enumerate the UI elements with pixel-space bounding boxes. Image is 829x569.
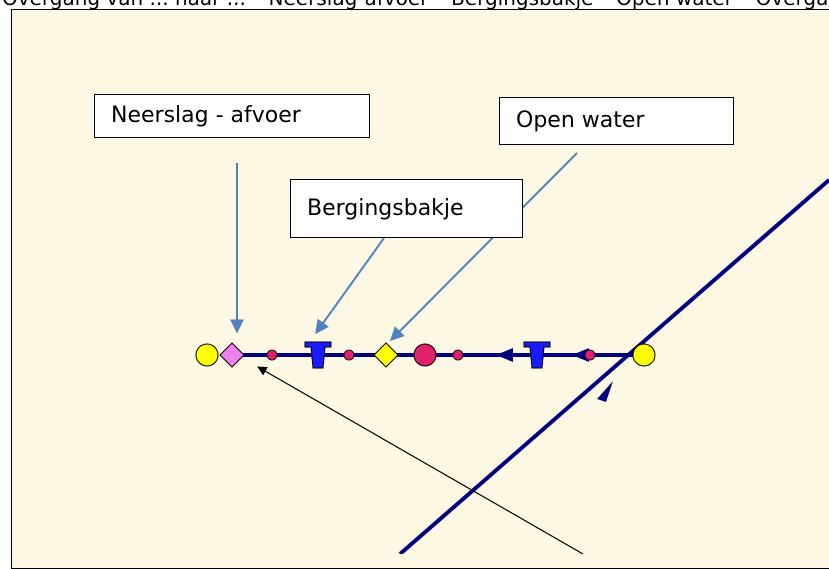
river-flow-arrow [597, 381, 613, 402]
network-diagram [195, 152, 829, 554]
boundary-node-left[interactable] [195, 343, 219, 367]
river-branch-link[interactable] [398, 178, 829, 554]
header-fragment: Overgang van ... naar ... – Neerslag-afv… [2, 0, 829, 10]
label-bergingsbakje: Bergingsbakje [290, 179, 523, 238]
calc-node-2[interactable] [343, 349, 355, 361]
leader-open-water [390, 152, 578, 341]
calc-node-3[interactable] [452, 349, 464, 361]
connection-node-large[interactable] [413, 343, 437, 367]
label-neerslag-afvoer: Neerslag - afvoer [94, 94, 370, 138]
leader-bergingsbakje [315, 237, 385, 335]
open-water-node[interactable] [373, 342, 399, 368]
flow-arrow-2 [572, 348, 589, 362]
thin-connection-link[interactable] [257, 366, 584, 554]
boundary-node-right[interactable] [632, 343, 656, 367]
storage-bucket-node-1[interactable] [304, 341, 332, 369]
calc-node-1[interactable] [266, 349, 278, 361]
rainfall-runoff-node[interactable] [219, 342, 245, 368]
cropped-header-text: Overgang van ... naar ... – Neerslag-afv… [0, 0, 829, 10]
flow-arrow-1 [496, 348, 513, 362]
storage-bucket-node-2[interactable] [523, 341, 551, 369]
calc-node-4[interactable] [584, 349, 596, 361]
label-open-water: Open water [499, 97, 734, 145]
